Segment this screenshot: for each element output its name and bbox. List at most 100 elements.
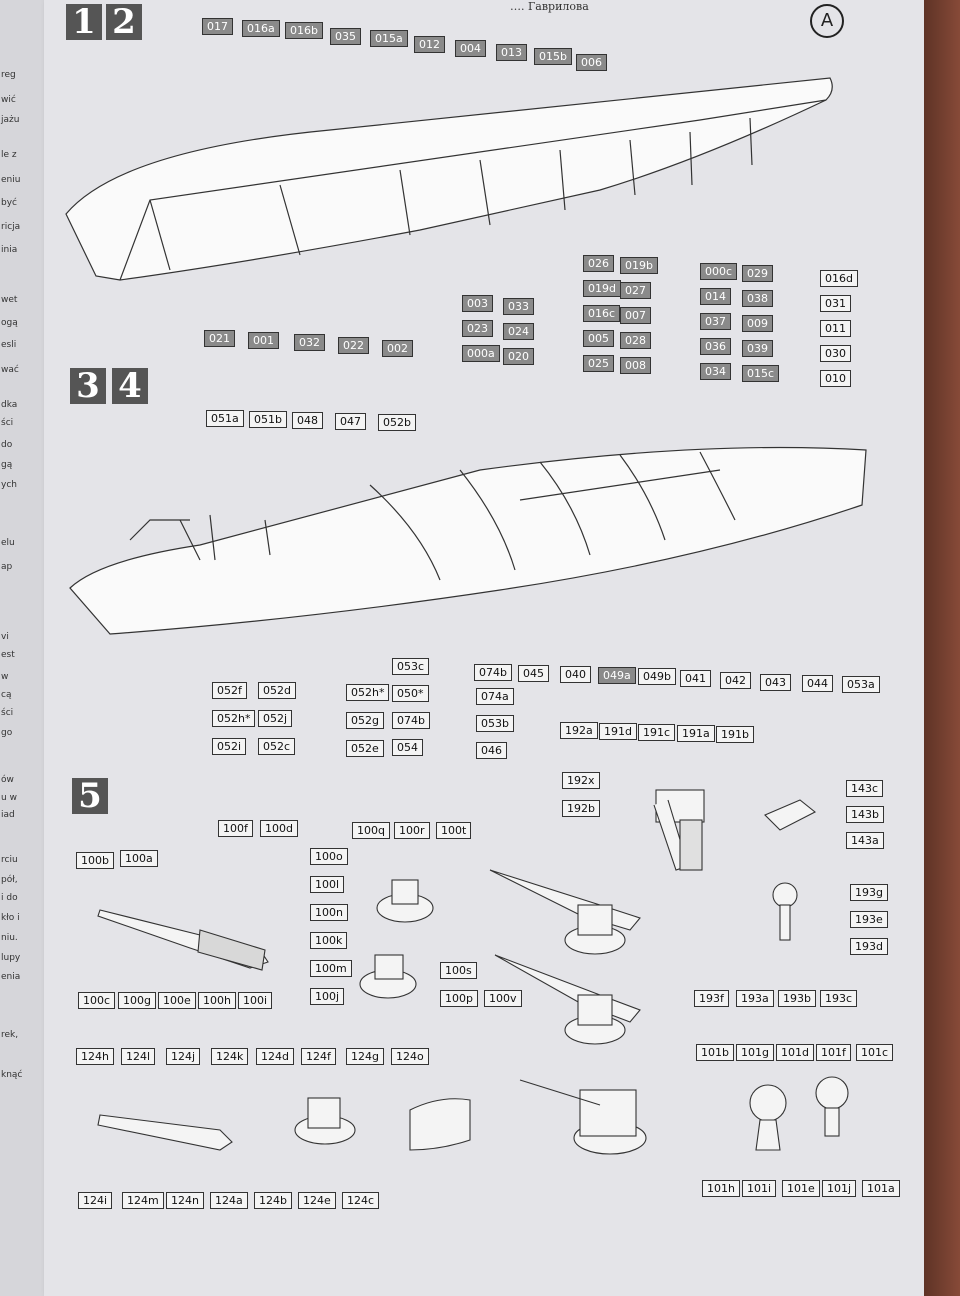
part-label: 016b (285, 22, 323, 39)
part-label: 007 (620, 307, 651, 324)
part-label: 053c (392, 658, 430, 675)
previous-page-text: iad (1, 810, 15, 820)
previous-page-text: jażu (1, 115, 20, 125)
previous-page-text: vi (1, 632, 9, 642)
part-label: 042 (720, 672, 751, 689)
step-number: 5 (72, 778, 108, 814)
part-label: 124b (254, 1192, 292, 1209)
previous-page-text: pół, (1, 875, 18, 885)
part-label: 023 (462, 320, 493, 337)
part-label: 101i (742, 1180, 777, 1197)
part-label: 074b (474, 664, 512, 681)
part-label: 101g (736, 1044, 774, 1061)
part-label: 052c (258, 738, 296, 755)
previous-page-text: cą (1, 690, 12, 700)
part-label: 001 (248, 332, 279, 349)
previous-page-text: ów (1, 775, 14, 785)
part-label: 053a (842, 676, 880, 693)
part-label: 192a (560, 722, 598, 739)
part-label: 143a (846, 832, 884, 849)
part-label: 052i (212, 738, 247, 755)
part-label: 100f (218, 820, 253, 837)
header-title: …. Гаврилова (510, 0, 589, 13)
part-label: 035 (330, 28, 361, 45)
part-label: 050* (392, 685, 429, 702)
part-label: 008 (620, 357, 651, 374)
part-label: 052h* (212, 710, 256, 727)
part-label: 017 (202, 18, 233, 35)
part-label: 124e (298, 1192, 336, 1209)
part-label: 191a (677, 725, 715, 742)
part-label: 100d (260, 820, 298, 837)
part-label: 143c (846, 780, 884, 797)
part-label: 046 (476, 742, 507, 759)
part-label: 191c (638, 724, 676, 741)
part-label: 016c (583, 305, 621, 322)
table-background (924, 0, 960, 1296)
part-label: 191d (599, 723, 637, 740)
part-label: 124m (122, 1192, 164, 1209)
previous-page-text: le z (1, 150, 17, 160)
part-label: 015b (534, 48, 572, 65)
previous-page-text: rek, (1, 1030, 19, 1040)
part-label: 003 (462, 295, 493, 312)
previous-page-text: w (1, 672, 9, 682)
part-label: 048 (292, 412, 323, 429)
part-label: 101d (776, 1044, 814, 1061)
part-label: 124k (211, 1048, 249, 1065)
part-label: 193f (694, 990, 729, 1007)
part-label: 019b (620, 257, 658, 274)
part-label: 100n (310, 904, 348, 921)
part-label: 039 (742, 340, 773, 357)
previous-page-text: kło i (1, 913, 20, 923)
part-label: 021 (204, 330, 235, 347)
part-label: 101c (856, 1044, 894, 1061)
part-label: 100c (78, 992, 116, 1009)
part-label: 191b (716, 726, 754, 743)
part-label: 045 (518, 665, 549, 682)
part-label: 100l (310, 876, 345, 893)
part-label: 016d (820, 270, 858, 287)
part-label: 124f (301, 1048, 336, 1065)
part-label: 101a (862, 1180, 900, 1197)
part-label: 124d (256, 1048, 294, 1065)
part-label: 124c (342, 1192, 380, 1209)
previous-page-text: go (1, 728, 13, 738)
sheet-letter-badge: A (810, 4, 844, 38)
step-number: 2 (106, 4, 142, 40)
part-label: 037 (700, 313, 731, 330)
previous-page-text: u w (1, 793, 17, 803)
part-label: 124a (210, 1192, 248, 1209)
part-label: 100g (118, 992, 156, 1009)
part-label: 015a (370, 30, 408, 47)
part-label: 036 (700, 338, 731, 355)
part-label: 044 (802, 675, 833, 692)
part-label: 000c (700, 263, 738, 280)
part-label: 101h (702, 1180, 740, 1197)
part-label: 100s (440, 962, 477, 979)
part-label: 029 (742, 265, 773, 282)
part-label: 031 (820, 295, 851, 312)
part-label: 012 (414, 36, 445, 53)
part-label: 101b (696, 1044, 734, 1061)
part-label: 052b (378, 414, 416, 431)
previous-page-text: ych (1, 480, 17, 490)
part-label: 101e (782, 1180, 820, 1197)
part-label: 052d (258, 682, 296, 699)
part-label: 124n (166, 1192, 204, 1209)
previous-page-text: esli (1, 340, 17, 350)
part-label: 100v (484, 990, 522, 1007)
previous-page-text: niu. (1, 933, 18, 943)
part-label: 051a (206, 410, 244, 427)
part-label: 052h* (346, 684, 390, 701)
part-label: 101j (822, 1180, 857, 1197)
part-label: 100h (198, 992, 236, 1009)
part-label: 022 (338, 337, 369, 354)
previous-page-text: lupy (1, 953, 21, 963)
part-label: 100j (310, 988, 345, 1005)
part-label: 052g (346, 712, 384, 729)
part-label: 032 (294, 334, 325, 351)
